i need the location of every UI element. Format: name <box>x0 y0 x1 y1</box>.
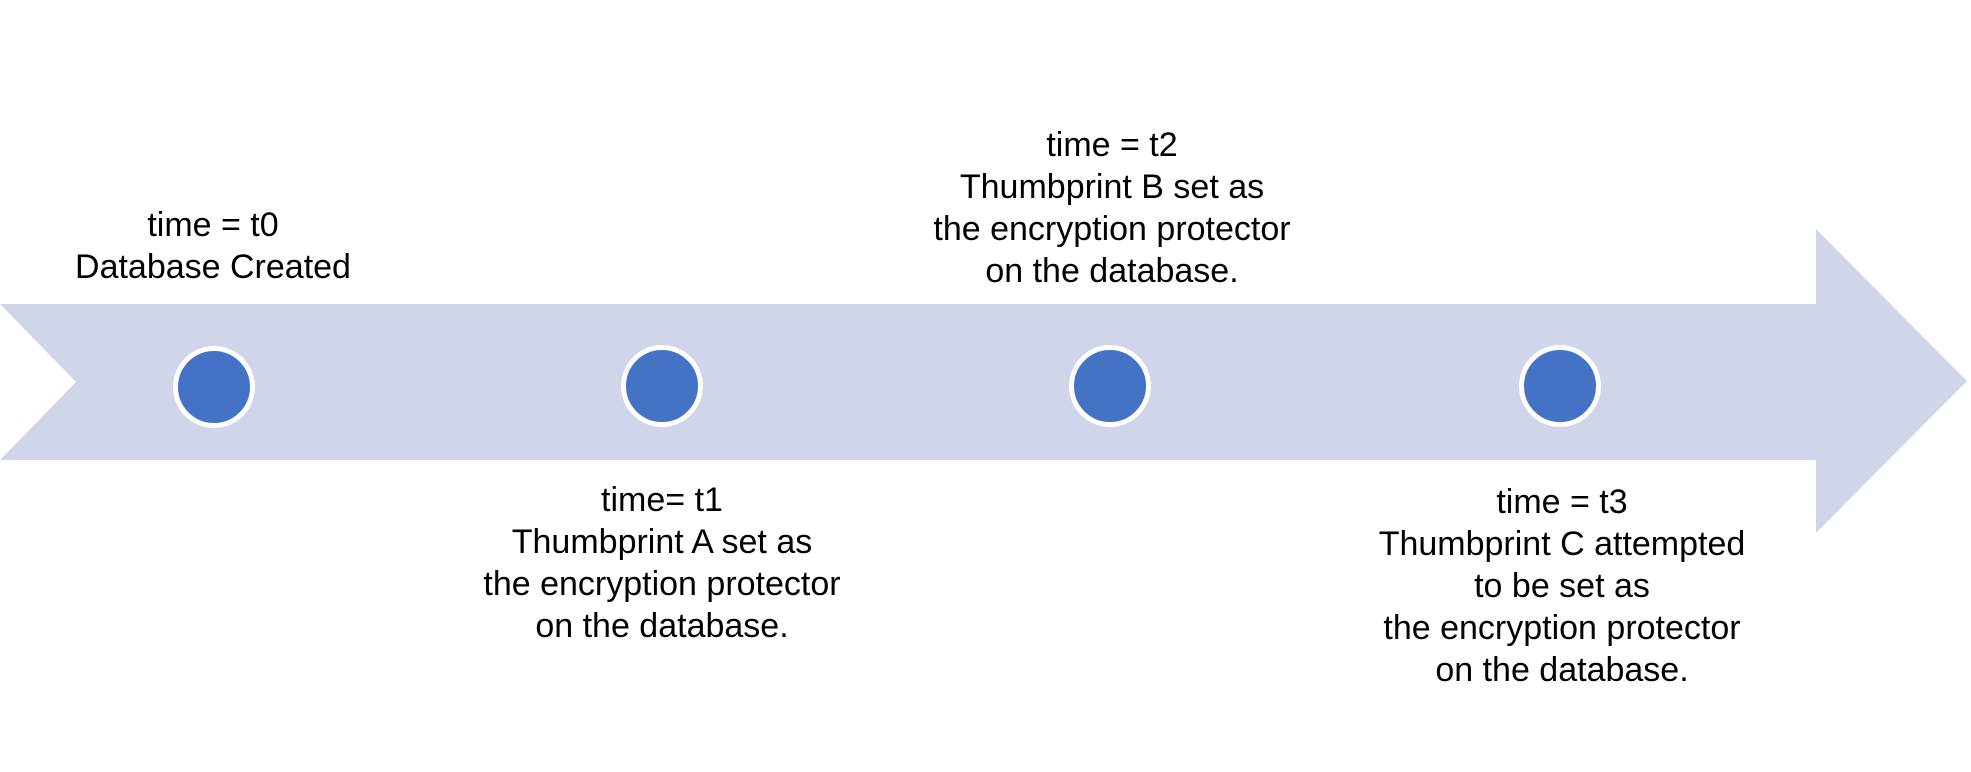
event-label-t0: time = t0 Database Created <box>75 206 351 286</box>
timeline-marker-t1 <box>621 345 703 427</box>
timeline-marker-t0 <box>173 346 255 428</box>
event-label-t1: time= t1 Thumbprint A set as the encrypt… <box>483 481 841 645</box>
timeline-marker-t3 <box>1519 345 1601 427</box>
event-label-t3: time = t3 Thumbprint C attempted to be s… <box>1378 483 1746 689</box>
timeline-marker-t2 <box>1069 345 1151 427</box>
timeline-arrow-shape <box>0 229 1967 533</box>
event-label-t2: time = t2 Thumbprint B set as the encryp… <box>933 126 1291 290</box>
